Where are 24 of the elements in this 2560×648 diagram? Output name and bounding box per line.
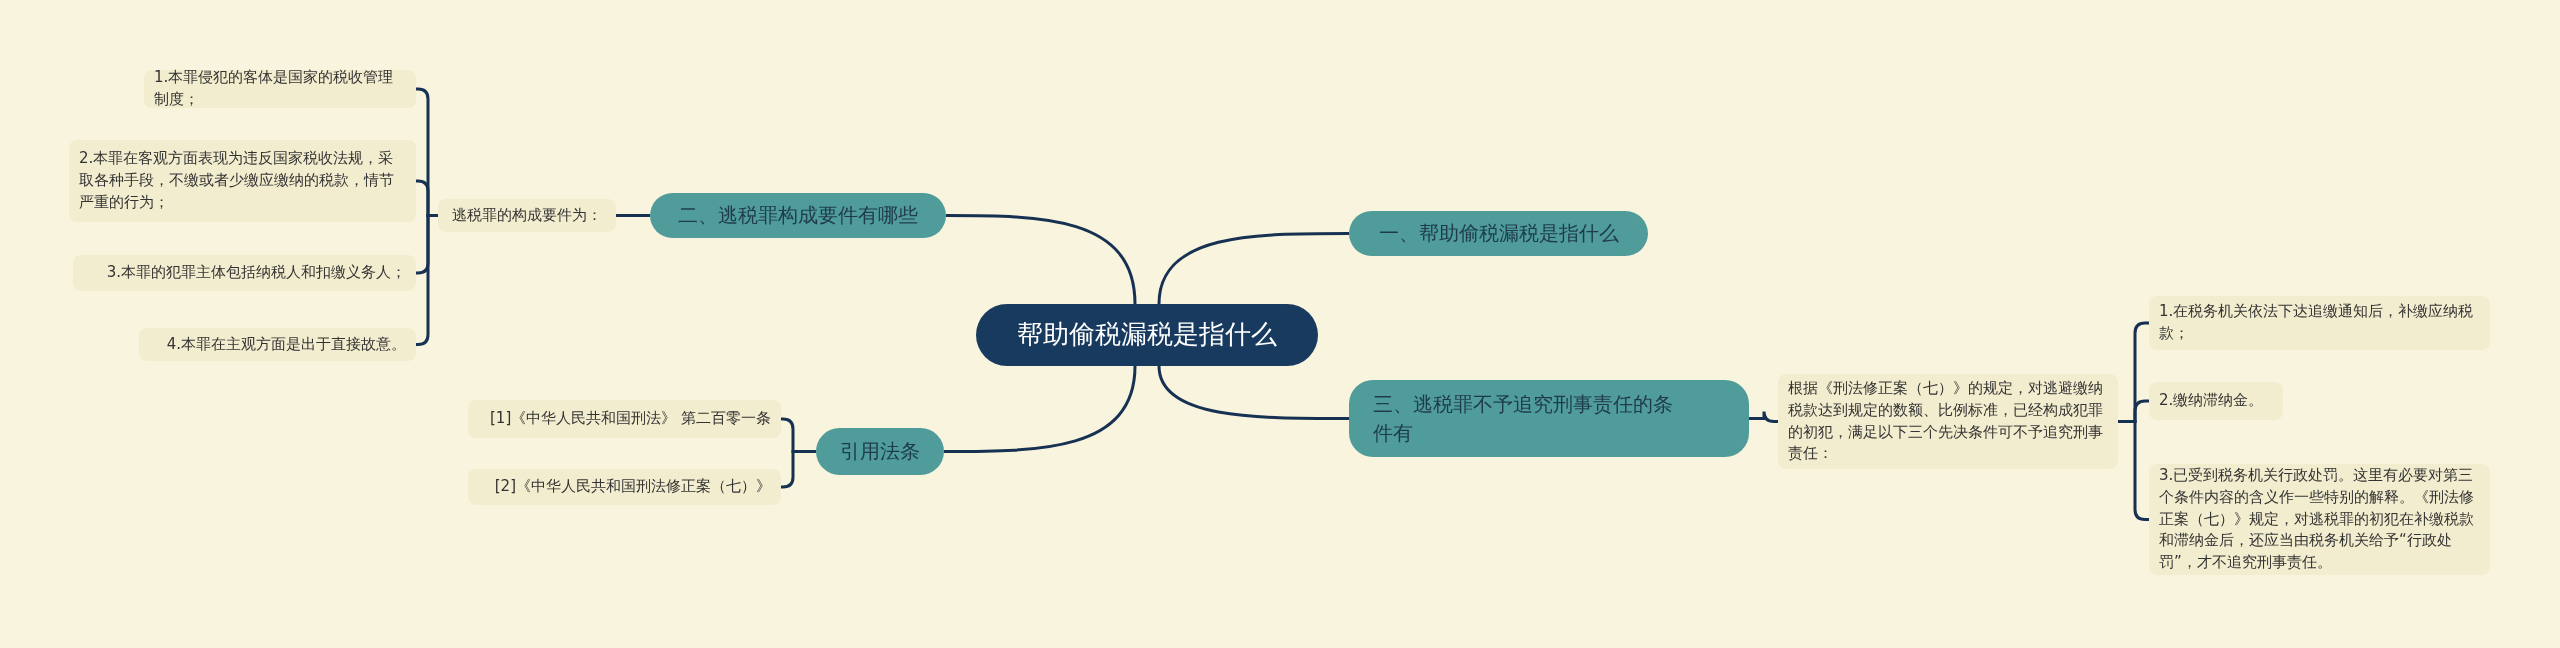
connector-line — [415, 214, 438, 346]
note-box: [2]《中华人民共和国刑法修正案（七）》 — [468, 469, 781, 505]
topic-box: 一、帮助偷税漏税是指什么 — [1349, 211, 1648, 256]
note-box: 根据《刑法修正案（七）》的规定，对逃避缴纳税款达到规定的数额、比例标准，已经构成犯罪的初犯，满足以下三个先决条件可不予追究刑事责任： — [1778, 374, 2118, 469]
note-box: 逃税罪的构成要件为： — [438, 199, 616, 232]
note-box: 4.本罪在主观方面是出于直接故意。 — [139, 328, 416, 361]
topic-box: 引用法条 — [816, 428, 944, 475]
connector-line — [1749, 410, 1778, 423]
note-box: 1.在税务机关依法下达追缴通知后，补缴应纳税款； — [2149, 296, 2490, 350]
connector-line — [1157, 232, 1349, 305]
note-box: 2.缴纳滞纳金。 — [2149, 382, 2283, 420]
central-topic: 帮助偷税漏税是指什么 — [976, 304, 1318, 366]
note-box: 3.本罪的犯罪主体包括纳税人和扣缴义务人； — [73, 255, 416, 291]
topic-box: 三、逃税罪不予追究刑事责任的条件有 — [1349, 380, 1749, 457]
connector-line — [946, 214, 1137, 305]
note-box: [1]《中华人民共和国刑法》 第二百零一条 — [468, 400, 781, 438]
note-box: 1.本罪侵犯的客体是国家的税收管理制度； — [144, 70, 416, 108]
topic-box: 二、逃税罪构成要件有哪些 — [650, 193, 946, 238]
connector-line — [944, 365, 1137, 453]
connector-line — [616, 214, 650, 217]
note-box: 2.本罪在客观方面表现为违反国家税收法规，采取各种手段，不缴或者少缴应缴纳的税款，情节严重的行为； — [69, 140, 416, 222]
note-box: 3.已受到税务机关行政处罚。这里有必要对第三个条件内容的含义作一些特别的解释。《刑法修正案（七）》规定，对逃税罪的初犯在补缴税款和滞纳金后，还应当由税务机关给予“行政处罚”，才不追究刑事责任。 — [2149, 464, 2490, 575]
connector-line — [1157, 365, 1349, 420]
connector-line — [780, 450, 816, 489]
